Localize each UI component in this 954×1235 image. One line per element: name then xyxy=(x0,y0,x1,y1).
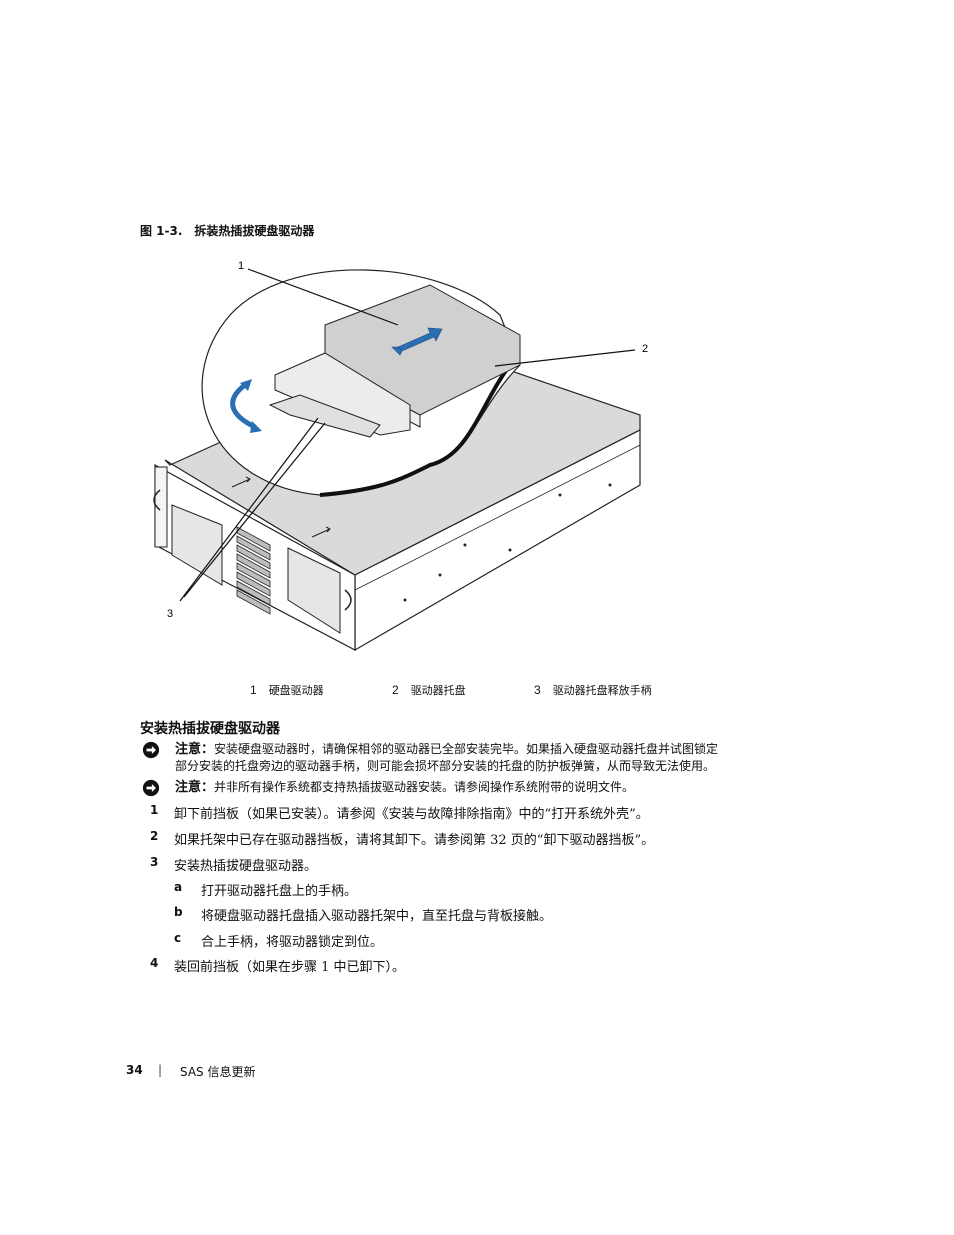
callout-1: 1 xyxy=(238,260,244,272)
footer-title: SAS 信息更新 xyxy=(180,1065,256,1079)
rotate-handle-arrow xyxy=(230,383,257,430)
legend-text: 硬盘驱动器 xyxy=(268,684,324,697)
drive-bays xyxy=(236,526,271,615)
server-hard-drive-illustration: 1 2 3 xyxy=(153,260,648,652)
step-text: 如果托架中已存在驱动器挡板，请将其卸下。请参阅第 32 页的“卸下驱动器挡板”。 xyxy=(174,833,655,848)
figure-label: 图 1-3. xyxy=(140,224,183,238)
notice-text-line2: 部分安装的托盘旁边的驱动器手柄，则可能会损坏部分安装的托盘的防护板弹簧，从而导致… xyxy=(175,759,716,773)
page-number: 34 xyxy=(126,1063,143,1077)
substep-a: a 打开驱动器托盘上的手柄。 xyxy=(174,880,358,899)
step-3: 3 安装热插拔硬盘驱动器。 xyxy=(150,855,318,874)
notice-text: 并非所有操作系统都支持热插拔驱动器安装。请参阅操作系统附带的说明文件。 xyxy=(214,780,635,794)
notice-icon xyxy=(142,779,160,797)
legend-text: 驱动器托盘释放手柄 xyxy=(552,684,652,697)
notice-text-line1: 安装硬盘驱动器时，请确保相邻的驱动器已全部安装完毕。如果插入硬盘驱动器托盘并试图… xyxy=(214,742,719,756)
callout-2: 2 xyxy=(642,343,648,355)
callout-3: 3 xyxy=(167,608,173,620)
step-text: 卸下前挡板（如果已安装）。请参阅《安装与故障排除指南》中的“打开系统外壳”。 xyxy=(174,807,649,822)
step-text: 打开驱动器托盘上的手柄。 xyxy=(201,884,358,899)
drive-carrier xyxy=(274,352,411,436)
substep-b: b 将硬盘驱动器托盘插入驱动器托架中，直至托盘与背板接触。 xyxy=(174,905,553,924)
release-handle xyxy=(268,394,381,438)
substep-c: c 合上手柄，将驱动器锁定到位。 xyxy=(174,931,384,950)
figure-title: 拆装热插拔硬盘驱动器 xyxy=(194,224,315,238)
step-text: 合上手柄，将驱动器锁定到位。 xyxy=(201,935,384,950)
legend-text: 驱动器托盘 xyxy=(410,684,466,697)
notice-1: 注意：安装硬盘驱动器时，请确保相邻的驱动器已全部安装完毕。如果插入硬盘驱动器托盘… xyxy=(140,741,815,775)
slide-direction-arrow xyxy=(391,327,443,356)
step-text: 安装热插拔硬盘驱动器。 xyxy=(174,859,318,874)
notice-label: 注意： xyxy=(175,742,215,757)
notice-icon xyxy=(142,741,160,759)
notice-2: 注意：并非所有操作系统都支持热插拔驱动器安装。请参阅操作系统附带的说明文件。 xyxy=(140,779,815,797)
step-text: 将硬盘驱动器托盘插入驱动器托架中，直至托盘与背板接触。 xyxy=(201,909,553,924)
step-text: 装回前挡板（如果在步骤 1 中已卸下）。 xyxy=(174,960,406,975)
figure-caption: 图 1-3. 拆装热插拔硬盘驱动器 xyxy=(140,222,314,239)
section-title: 安装热插拔硬盘驱动器 xyxy=(140,721,280,737)
step-2: 2 如果托架中已存在驱动器挡板，请将其卸下。请参阅第 32 页的“卸下驱动器挡板… xyxy=(150,829,655,848)
footer-separator: | xyxy=(158,1063,163,1077)
notice-label: 注意： xyxy=(175,780,215,795)
step-4: 4 装回前挡板（如果在步骤 1 中已卸下）。 xyxy=(150,956,406,975)
step-1: 1 卸下前挡板（如果已安装）。请参阅《安装与故障排除指南》中的“打开系统外壳”。 xyxy=(150,803,649,822)
